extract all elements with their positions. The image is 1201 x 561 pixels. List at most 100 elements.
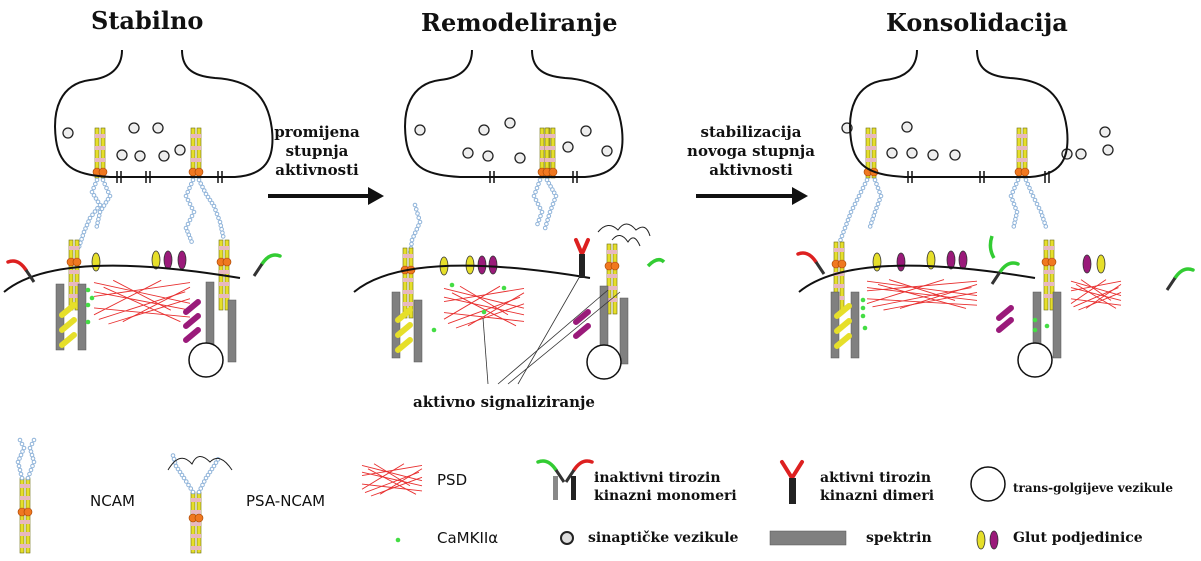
consolidation-spectrin <box>1053 292 1061 358</box>
psa-bead <box>20 442 24 446</box>
stable-glut-slash <box>186 302 198 312</box>
psa-bead <box>876 202 880 206</box>
psa-bead <box>187 483 191 487</box>
psa-bead <box>418 220 422 224</box>
ncam-band <box>866 134 876 138</box>
consolidation-psa-chain <box>1009 178 1020 228</box>
legend-spectrin-glyph <box>770 531 846 545</box>
legend-psa-ncam-chain <box>171 454 195 494</box>
ncam-band <box>219 270 229 274</box>
psa-bead <box>1009 194 1013 198</box>
stable-glut-slash <box>186 316 198 326</box>
psa-bead <box>28 472 32 476</box>
consolidation-glut-subunit <box>873 253 881 271</box>
stable-glut-subunit <box>178 251 186 269</box>
psa-bead <box>1035 202 1039 206</box>
psa-bead <box>861 186 865 190</box>
psd-filament <box>94 308 190 317</box>
psa-bead <box>550 206 554 210</box>
legend-synaptic-vesicle-glyph <box>561 532 573 544</box>
consolidation-inactive-tk-red <box>798 253 824 274</box>
arrow-label-second-line-2: novoga stupnja <box>686 142 816 161</box>
psa-bead <box>415 227 419 231</box>
psa-bead <box>32 438 36 442</box>
psa-bead <box>865 178 869 182</box>
consolidation-camkii-dot <box>861 314 866 319</box>
ncam-band <box>866 146 876 150</box>
psa-bead <box>1031 194 1035 198</box>
ncam-band <box>1044 246 1054 250</box>
ncam-band <box>1017 134 1027 138</box>
legend-psa-ncam-knot <box>195 514 203 522</box>
legend-inactive-tk-line-1: inaktivni tirozin <box>594 469 737 487</box>
psa-bead <box>1014 217 1018 221</box>
psa-bead <box>20 476 24 480</box>
ncam-band <box>69 270 79 274</box>
psa-bead <box>417 224 421 228</box>
psa-bead <box>538 206 542 210</box>
consolidation-camkii-dot <box>861 306 866 311</box>
ncam-band <box>607 286 617 290</box>
psa-bead <box>839 238 843 242</box>
psa-bead <box>534 198 538 202</box>
consolidation-synaptic-vesicle <box>1103 145 1113 155</box>
psa-bead <box>105 186 109 190</box>
psa-bead <box>843 226 847 230</box>
psa-bead <box>538 178 542 182</box>
psa-bead <box>92 186 96 190</box>
stable-ncam-knot <box>223 258 231 266</box>
psa-bead <box>1040 214 1044 218</box>
psa-bead <box>851 206 855 210</box>
remodel-psa-chain <box>543 178 557 230</box>
consolidation-post-ncam <box>1044 240 1054 310</box>
psa-bead <box>186 198 190 202</box>
psa-bead <box>101 178 105 182</box>
consolidation-camkii-dot <box>1033 318 1038 323</box>
legend-spectrin-label: spektrin <box>866 529 932 547</box>
psa-bead <box>537 182 541 186</box>
psa-bead <box>532 194 536 198</box>
remodel-synaptic-vesicle <box>563 142 573 152</box>
tk-head <box>262 255 280 264</box>
tk-head <box>574 461 592 470</box>
stable-inactive-tk-red <box>8 261 34 282</box>
tk-head <box>798 253 816 262</box>
psa-bead <box>539 214 543 218</box>
consolidation-ncam-knot <box>1021 168 1029 176</box>
legend-trans-golgi-label: trans-golgijeve vezikule <box>1013 479 1173 497</box>
stable-ncam-knot <box>99 168 107 176</box>
psa-bead <box>417 216 421 220</box>
remodel-ncam-knot <box>549 168 557 176</box>
psa-bead <box>1014 206 1018 210</box>
psa-bead <box>19 472 23 476</box>
tk-stem <box>992 272 1000 284</box>
ncam-band <box>20 496 30 500</box>
psd-filament <box>94 280 161 315</box>
ncam-band <box>191 546 201 550</box>
psa-bead <box>416 212 420 216</box>
psa-bead <box>96 206 100 210</box>
psa-bead <box>845 222 849 226</box>
psa-bead <box>855 198 859 202</box>
stable-spectrin <box>228 300 236 362</box>
legend-psd-label: PSD <box>437 471 467 489</box>
legend-glut-yellow <box>977 531 985 549</box>
psa-bead <box>553 198 557 202</box>
legend-psd-glyph <box>362 464 422 496</box>
psa-bead <box>551 202 555 206</box>
psa-bead <box>863 182 867 186</box>
stable-synaptic-vesicle <box>159 151 169 161</box>
psa-bead <box>186 190 190 194</box>
psa-bead <box>875 182 879 186</box>
legend-glut-purple <box>990 531 998 549</box>
psa-bead <box>189 182 193 186</box>
stable-ncam-knot <box>195 168 203 176</box>
psa-bead <box>873 210 877 214</box>
ncam-band <box>69 294 79 298</box>
psa-bead <box>29 468 33 472</box>
arrow-label-first-line-2: stupnja <box>262 142 372 161</box>
psa-bead <box>534 190 538 194</box>
remodel-synaptic-vesicle <box>515 153 525 163</box>
consolidation-synaptic-vesicle <box>907 148 917 158</box>
arrow-label-first: promijena stupnja aktivnosti <box>262 123 372 180</box>
